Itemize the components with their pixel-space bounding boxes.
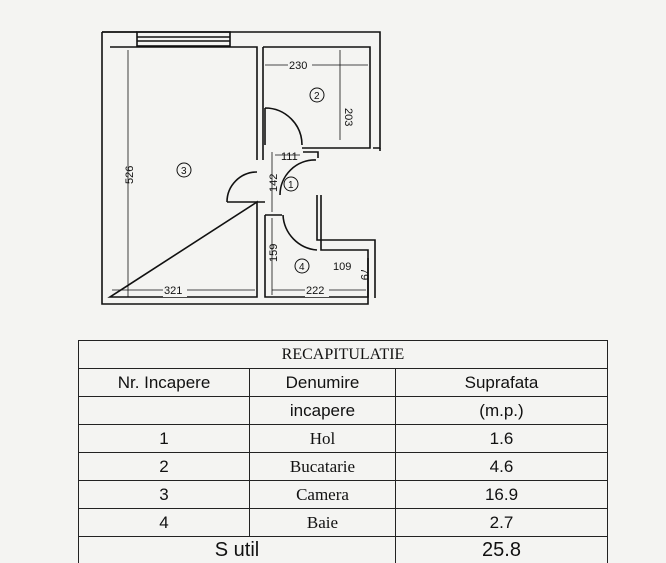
room-number-1: 1 <box>288 180 294 191</box>
header-area: Suprafata <box>395 368 608 397</box>
door-arc <box>226 171 258 203</box>
cell-area: 16.9 <box>395 480 608 509</box>
room-2-walls <box>262 46 371 160</box>
cell-area: 2.7 <box>395 508 608 537</box>
total-row: S util 25.8 <box>78 536 608 563</box>
dim-321: 321 <box>164 285 182 297</box>
cell-name: Bucatarie <box>249 452 396 481</box>
dim-222: 222 <box>306 285 324 297</box>
cell-name: Baie <box>249 508 396 537</box>
header-nr: Nr. Incapere <box>78 368 250 397</box>
room-4-walls <box>264 195 369 298</box>
dim-159: 159 <box>268 244 280 262</box>
dim-142: 142 <box>268 174 280 192</box>
dim-230: 230 <box>289 60 307 72</box>
cell-nr: 2 <box>78 452 250 481</box>
room-number-2: 2 <box>314 91 320 102</box>
header-empty <box>78 396 250 425</box>
cell-nr: 3 <box>78 480 250 509</box>
cell-name: Camera <box>249 480 396 509</box>
door-arc <box>282 214 318 251</box>
room-number-3: 3 <box>181 166 187 177</box>
dim-526: 526 <box>124 166 136 184</box>
table-row: 2 Bucatarie 4.6 <box>78 452 608 481</box>
dim-109: 109 <box>333 261 351 273</box>
cell-nr: 1 <box>78 424 250 453</box>
dim-79: 79 <box>358 268 370 280</box>
outer-wall <box>316 148 381 298</box>
cell-area: 1.6 <box>395 424 608 453</box>
header-area-unit: (m.p.) <box>395 396 608 425</box>
cell-area: 4.6 <box>395 452 608 481</box>
door-arc <box>264 107 303 146</box>
door-arc <box>279 159 317 196</box>
dim-203: 203 <box>342 108 354 126</box>
total-value: 25.8 <box>395 536 608 563</box>
table-title: RECAPITULATIE <box>78 340 608 369</box>
total-label: S util <box>78 536 396 563</box>
room-number-4: 4 <box>299 262 305 273</box>
table-row: 1 Hol 1.6 <box>78 424 608 453</box>
header-name: Denumire <box>249 368 396 397</box>
summary-table: RECAPITULATIE Nr. Incapere Denumire Supr… <box>78 340 608 563</box>
table-row: 4 Baie 2.7 <box>78 508 608 537</box>
window <box>136 31 231 47</box>
cell-name: Hol <box>249 424 396 453</box>
header-name-2: incapere <box>249 396 396 425</box>
cell-nr: 4 <box>78 508 250 537</box>
dim-111: 111 <box>281 151 298 163</box>
table-row: 3 Camera 16.9 <box>78 480 608 509</box>
floor-plan: 230 203 111 142 526 321 159 222 109 79 3… <box>101 31 381 305</box>
